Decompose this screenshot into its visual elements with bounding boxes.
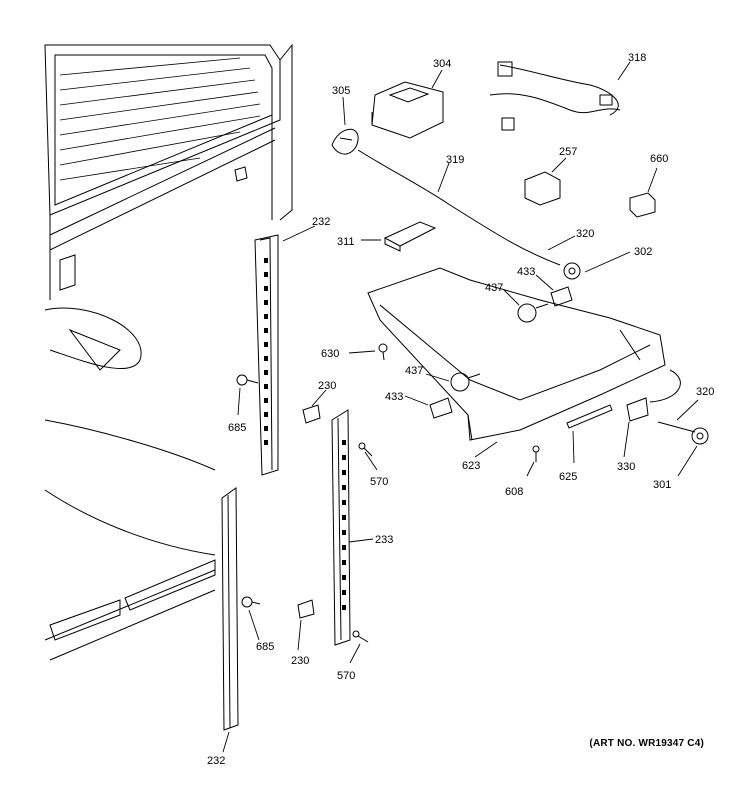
callout-230-upper: 230	[318, 380, 336, 392]
bulb-437-upper	[517, 303, 549, 323]
screw-608	[532, 445, 540, 462]
callout-304: 304	[433, 58, 451, 70]
callout-623: 623	[462, 460, 480, 472]
knob-302	[563, 262, 581, 280]
callout-570-lower: 570	[337, 670, 355, 682]
cable-319	[357, 149, 561, 266]
knob-301	[657, 421, 709, 445]
callout-437-upper: 437	[485, 282, 503, 294]
relay-257	[524, 171, 561, 206]
damper-305	[331, 128, 359, 155]
clip-230-upper	[302, 404, 321, 424]
switch-330	[626, 369, 681, 422]
lens-625	[566, 404, 613, 429]
socket-433-lower	[429, 397, 453, 419]
callout-233: 233	[375, 534, 393, 546]
screw-570-lower	[352, 630, 369, 643]
callout-257: 257	[559, 146, 577, 158]
clip-230-lower	[297, 599, 315, 619]
callout-660: 660	[650, 153, 668, 165]
bulb-437-lower	[450, 372, 481, 392]
callout-301: 301	[653, 479, 671, 491]
rail-bracket-232-upper	[254, 234, 279, 476]
refrigerator-cabinet	[44, 43, 293, 661]
screw-630	[378, 343, 388, 361]
screw-685-upper	[236, 374, 259, 386]
wire-harness-318	[489, 61, 621, 131]
callout-232-lower: 232	[207, 755, 225, 767]
callout-433-upper: 433	[517, 266, 535, 278]
callout-630: 630	[321, 348, 339, 360]
callout-labels: 305 304 318 319 257 660 232 311 320 302 …	[207, 52, 714, 767]
callout-311: 311	[337, 236, 355, 248]
callout-320-lower: 320	[696, 386, 714, 398]
callout-437-lower: 437	[405, 365, 423, 377]
art-number: (ART NO. WR19347 C4)	[589, 738, 704, 749]
thermistor-311	[383, 221, 437, 252]
leader-lines	[222, 61, 699, 753]
light-housing-623	[367, 267, 666, 441]
callout-608: 608	[505, 486, 523, 498]
screw-570-upper	[358, 442, 373, 457]
callout-433-lower: 433	[385, 391, 403, 403]
callout-319: 319	[446, 154, 464, 166]
callout-320-upper: 320	[576, 228, 594, 240]
callout-330: 330	[617, 461, 635, 473]
socket-433-upper	[550, 286, 573, 307]
callout-570-upper: 570	[370, 476, 388, 488]
callout-685-upper: 685	[228, 422, 246, 434]
callout-625: 625	[559, 471, 577, 483]
control-housing-304	[371, 81, 444, 139]
rail-bracket-232-lower	[221, 487, 239, 731]
callout-685-lower: 685	[256, 641, 274, 653]
switch-660	[629, 192, 656, 218]
callout-318: 318	[628, 52, 646, 64]
shelf-rail-233	[331, 409, 351, 646]
callout-305: 305	[332, 85, 350, 97]
screw-685-lower	[241, 596, 261, 608]
callout-230-lower: 230	[291, 655, 309, 667]
callout-302: 302	[634, 246, 652, 258]
callout-232-upper: 232	[312, 216, 330, 228]
